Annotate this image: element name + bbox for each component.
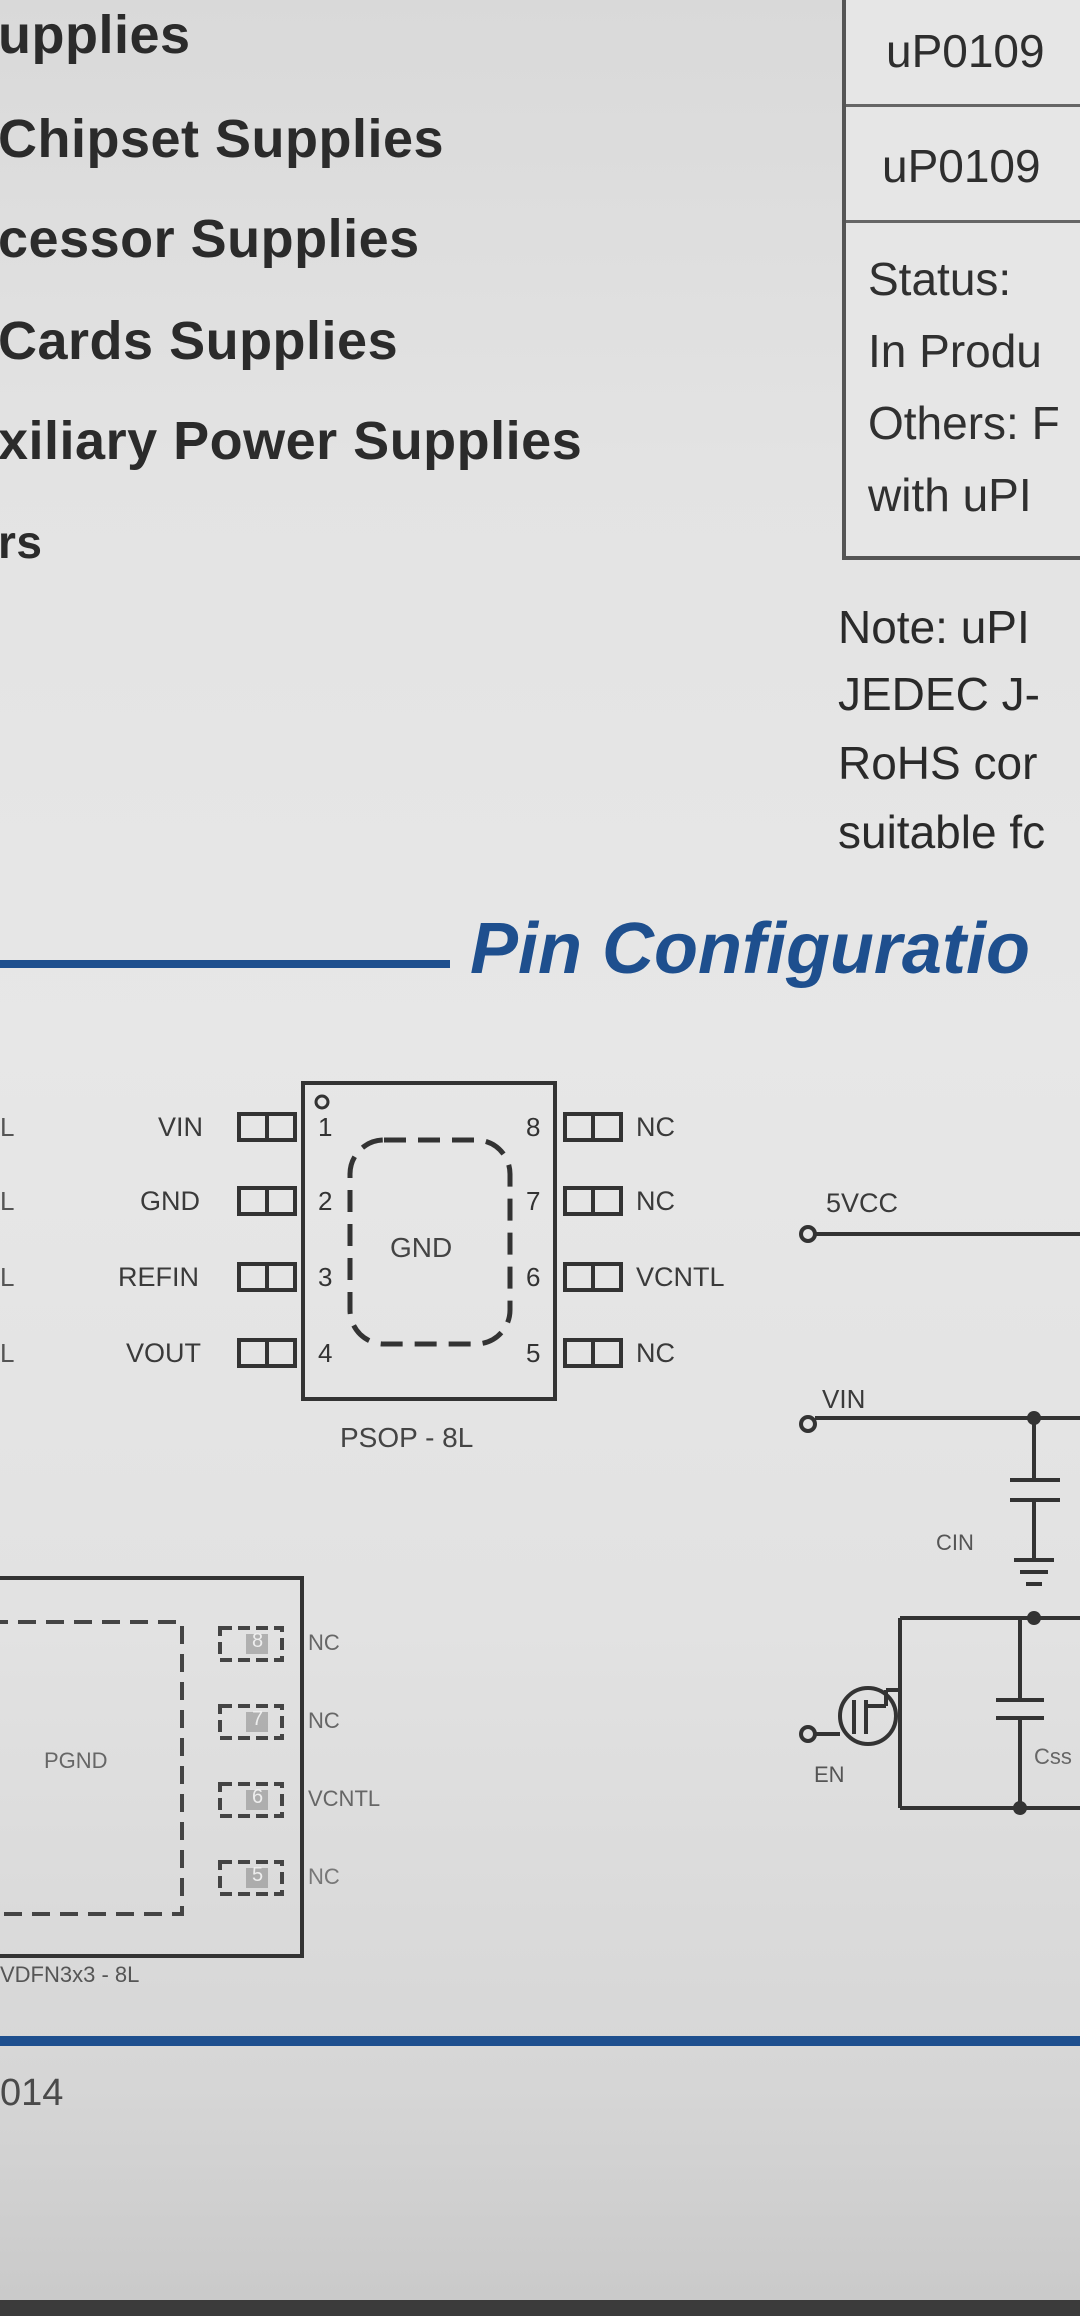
psop-pin-number: 8 — [526, 1112, 541, 1142]
application-circuit — [799, 1225, 1080, 1810]
psop-pin-number: 2 — [318, 1186, 333, 1216]
dfn-pin-number: 7 — [252, 1708, 264, 1730]
application-item: Cards Supplies — [0, 311, 399, 371]
note-line: suitable fc — [838, 806, 1046, 858]
footer-year: 014 — [0, 2072, 64, 2114]
monitor-bezel-edge — [0, 2300, 1080, 2316]
psop-pin-name: VIN — [158, 1112, 204, 1142]
vin-terminal-icon — [799, 1415, 817, 1433]
circuit-junctions — [1013, 1411, 1041, 1815]
dfn-pin-name: VCNTL — [308, 1786, 381, 1811]
mosfet-icon — [838, 1686, 898, 1746]
status-line: Others: F — [868, 397, 1060, 449]
status-line: Status: — [868, 253, 1012, 305]
dfn-pad-label: PGND — [44, 1748, 108, 1773]
dfn-pin-name: NC — [308, 1708, 340, 1733]
dfn-pin-name: NC — [308, 1864, 340, 1889]
dfn-pin-number: 5 — [252, 1864, 264, 1886]
psop-pin-name: GND — [140, 1186, 200, 1216]
psop-pin-number: 5 — [526, 1338, 541, 1368]
psop-pin-name: NC — [636, 1186, 675, 1216]
psop-pin-number: 6 — [526, 1262, 541, 1292]
css-label: Css — [1034, 1744, 1072, 1769]
cin-label: CIN — [936, 1530, 974, 1555]
en-terminal-icon — [799, 1725, 817, 1743]
psop-pin-number: 3 — [318, 1262, 333, 1292]
psop-left-pins — [237, 1112, 297, 1368]
status-line: In Produ — [868, 325, 1042, 377]
footer-rule — [0, 2036, 1080, 2046]
section-rule — [0, 960, 450, 968]
psop-pin-name: VOUT — [126, 1338, 202, 1368]
dfn-body — [0, 1576, 304, 1958]
psop-pad-label: GND — [390, 1232, 453, 1263]
psop-package-name: PSOP - 8L — [340, 1422, 474, 1453]
application-item: cessor Supplies — [0, 209, 420, 269]
psop-pin-number: 4 — [318, 1338, 333, 1368]
dfn-exposed-pad — [0, 1620, 184, 1916]
pin1-marker-icon — [314, 1094, 330, 1110]
psop-right-pins — [563, 1112, 623, 1368]
psop-exposed-pad — [347, 1137, 513, 1347]
psop-pin-number: 7 — [526, 1186, 541, 1216]
table-divider — [846, 220, 1080, 223]
supply-label: 5VCC — [826, 1188, 899, 1218]
dfn-right-pins — [218, 1626, 284, 1896]
supply-terminal-icon — [799, 1225, 817, 1243]
dfn-pin-number: 6 — [252, 1786, 264, 1808]
psop-pin-number: 1 — [318, 1112, 333, 1142]
ordering-table: uP0109 uP0109 Status: In Produ Others: F… — [842, 0, 1080, 560]
table-cell-part: uP0109 — [882, 140, 1041, 192]
dfn-pin-name: NC — [308, 1630, 340, 1655]
en-label: EN — [814, 1762, 845, 1787]
status-line: with uPI — [868, 469, 1032, 521]
dfn-pin-number-fills — [246, 1634, 268, 1888]
cut-mark: L — [0, 1112, 15, 1142]
application-item: upplies — [0, 5, 191, 65]
application-item: xiliary Power Supplies — [0, 411, 583, 471]
psop-body — [301, 1081, 557, 1401]
application-item: Chipset Supplies — [0, 109, 445, 169]
psop-pin-name: VCNTL — [636, 1262, 725, 1292]
table-cell-part: uP0109 — [886, 25, 1045, 77]
application-item: rs — [0, 516, 43, 568]
cut-mark: L — [0, 1186, 15, 1216]
cut-mark: L — [0, 1262, 15, 1292]
cut-mark: L — [0, 1338, 15, 1368]
section-title: Pin Configuratio — [470, 909, 1030, 989]
psop-pin-name: NC — [636, 1338, 675, 1368]
psop-pin-name: NC — [636, 1112, 675, 1142]
dfn-pin-number: 8 — [252, 1630, 264, 1652]
note-line: JEDEC J- — [838, 668, 1040, 720]
dfn-package-name: VDFN3x3 - 8L — [0, 1962, 140, 1987]
note-line: Note: uPI — [838, 601, 1030, 653]
vin-label: VIN — [822, 1384, 866, 1414]
psop-pin-name: REFIN — [118, 1262, 199, 1292]
table-divider — [846, 104, 1080, 107]
note-line: RoHS cor — [838, 737, 1038, 789]
